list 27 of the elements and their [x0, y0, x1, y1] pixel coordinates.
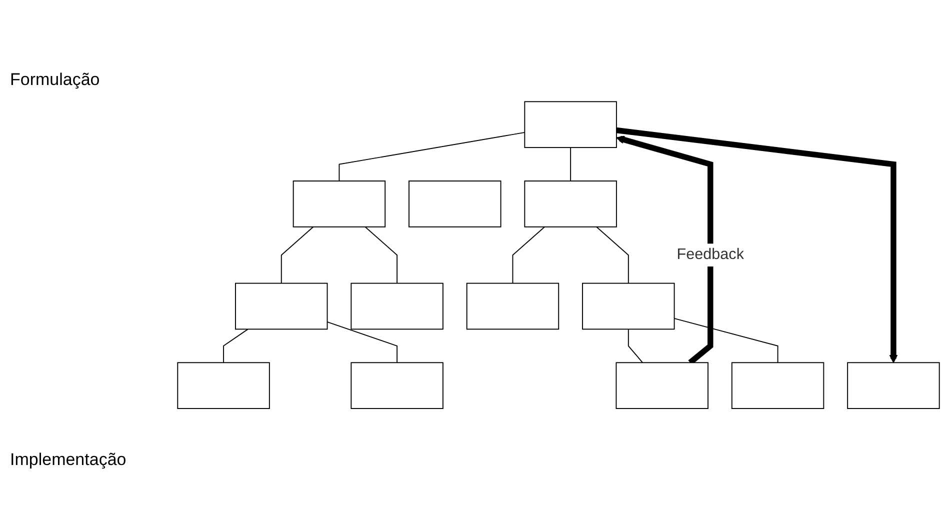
node-box	[847, 362, 940, 410]
node-box	[292, 180, 386, 228]
node-box	[350, 362, 444, 410]
connector	[674, 318, 778, 364]
node-box	[408, 180, 502, 228]
arrow	[616, 128, 898, 364]
node-box	[582, 283, 675, 330]
connector	[338, 132, 526, 182]
node-box	[524, 180, 617, 228]
edge-label: Feedback	[676, 246, 744, 264]
node-box	[350, 283, 444, 330]
connector	[326, 322, 398, 364]
node-box	[177, 362, 270, 410]
connector	[280, 226, 314, 284]
connector	[596, 226, 629, 284]
connector	[364, 226, 398, 284]
connector	[512, 226, 546, 284]
node-box	[466, 283, 560, 330]
level-label: Formulação	[10, 70, 100, 90]
node-box	[616, 362, 708, 410]
node-box	[731, 362, 824, 410]
node-box	[524, 102, 617, 148]
connector	[223, 329, 248, 364]
level-label: Implementação	[10, 450, 126, 470]
connector	[628, 329, 644, 364]
connector	[570, 147, 572, 182]
node-box	[235, 283, 328, 330]
